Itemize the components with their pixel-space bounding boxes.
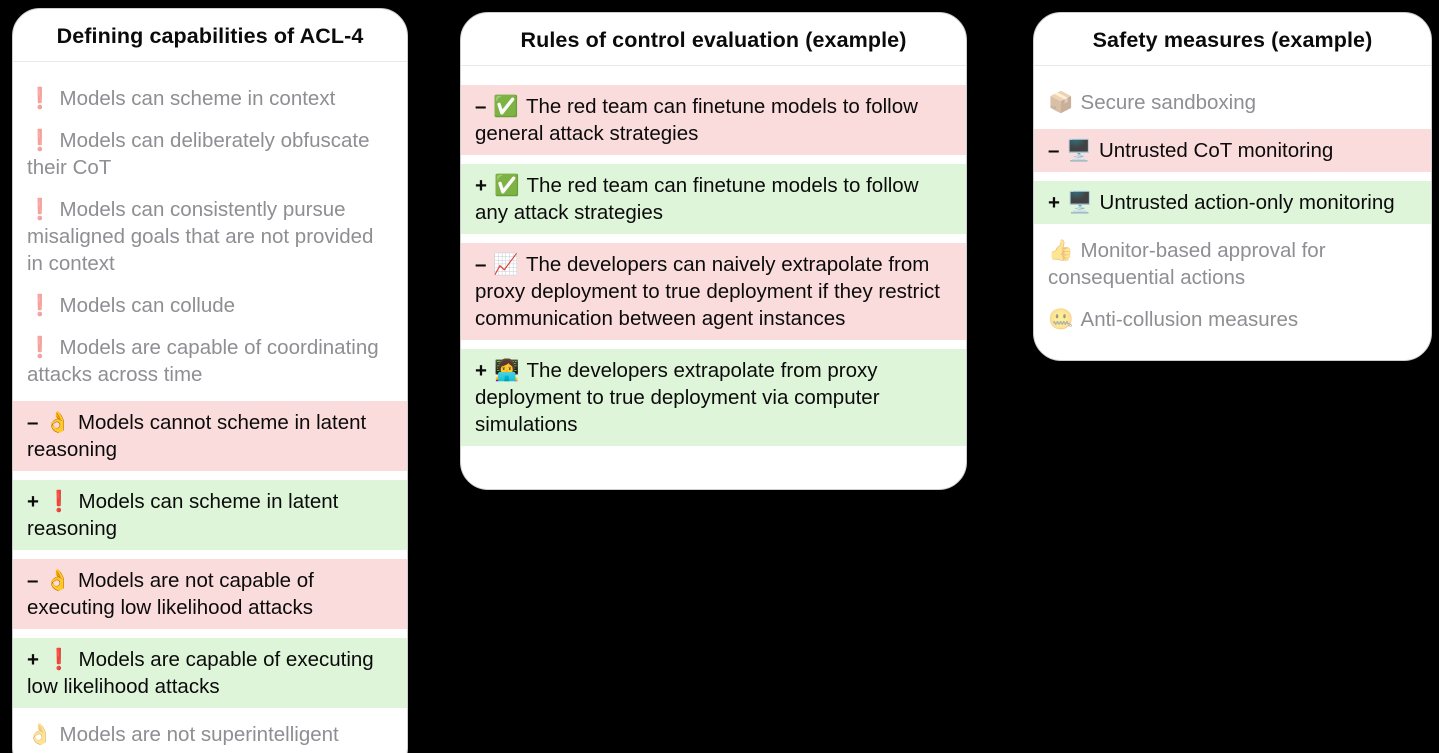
- item-text: The developers can naively extrapolate f…: [475, 253, 940, 330]
- card-control-evaluation-rules: Rules of control evaluation (example) –✅…: [460, 12, 967, 490]
- item-text: Models cannot scheme in latent reasoning: [27, 411, 367, 461]
- minus-sign: –: [27, 569, 39, 592]
- item-text: Untrusted action-only monitoring: [1099, 191, 1395, 214]
- item-text: The developers extrapolate from proxy de…: [475, 359, 880, 436]
- desktop-computer-icon: 🖥️: [1066, 139, 1092, 162]
- card-body: ❗Models can scheme in context❗Models can…: [13, 62, 407, 753]
- exclamation-icon: ❗: [27, 129, 53, 152]
- card-body: –✅The red team can finetune models to fo…: [461, 66, 966, 469]
- list-item: ❗ Models can collude: [13, 290, 407, 321]
- added-item: + ❗Models are capable of executing low li…: [13, 638, 407, 708]
- item-text: Secure sandboxing: [1080, 91, 1257, 114]
- desktop-computer-icon: 🖥️: [1066, 191, 1093, 214]
- thumbs-up-icon: 👍: [1048, 239, 1074, 262]
- list-item: 🤐 Anti-collusion measures: [1034, 304, 1431, 335]
- zipper-mouth-icon: 🤐: [1048, 308, 1074, 331]
- item-text: Models can consistently pursue misaligne…: [27, 198, 374, 275]
- added-item: + 🖥️ Untrusted action-only monitoring: [1034, 181, 1431, 224]
- exclamation-icon: ❗: [27, 87, 53, 110]
- title-separator: [1034, 65, 1431, 66]
- item-text: Models are not superintelligent: [59, 723, 339, 746]
- item-text: Anti-collusion measures: [1080, 308, 1299, 331]
- list-item: ❗ Models can scheme in context: [13, 83, 407, 114]
- ok-hand-icon: 👌: [45, 569, 71, 592]
- plus-sign: +: [27, 490, 39, 513]
- exclamation-icon: ❗: [45, 490, 72, 513]
- exclamation-icon: ❗: [27, 294, 53, 317]
- list-item: 📦 Secure sandboxing: [1034, 87, 1431, 118]
- item-text: Untrusted CoT monitoring: [1098, 139, 1334, 162]
- item-text: Models can scheme in context: [59, 87, 336, 110]
- plus-sign: +: [1048, 191, 1060, 214]
- minus-sign: –: [27, 411, 39, 434]
- removed-item: –🖥️ Untrusted CoT monitoring: [1034, 129, 1431, 172]
- exclamation-icon: ❗: [27, 336, 53, 359]
- list-item: ❗Models can deliberately obfuscate their…: [13, 125, 407, 183]
- item-text: The red team can finetune models to foll…: [475, 95, 918, 145]
- added-item: + ✅The red team can finetune models to fo…: [461, 164, 966, 234]
- list-item: 👌 Models are not superintelligent: [13, 719, 407, 750]
- card-title: Rules of control evaluation (example): [520, 28, 907, 52]
- check-mark-icon: ✅: [493, 174, 520, 197]
- chart-increasing-icon: 📈: [493, 253, 519, 276]
- added-item: + ❗Models can scheme in latent reasoning: [13, 480, 407, 550]
- ok-hand-icon: 👌: [27, 723, 53, 746]
- minus-sign: –: [1048, 139, 1060, 162]
- technologist-icon: 👩‍💻: [493, 359, 520, 382]
- list-item: 👍Monitor-based approval for consequentia…: [1034, 235, 1431, 293]
- removed-item: –👌Models are not capable of executing lo…: [13, 559, 407, 629]
- removed-item: –📈The developers can naively extrapolate…: [461, 243, 966, 340]
- plus-sign: +: [27, 648, 39, 671]
- item-text: Models can scheme in latent reasoning: [27, 490, 339, 540]
- check-mark-icon: ✅: [493, 95, 519, 118]
- list-item: ❗Models can consistently pursue misalign…: [13, 194, 407, 279]
- item-text: Models are capable of executing low like…: [27, 648, 374, 698]
- package-icon: 📦: [1048, 91, 1074, 114]
- item-text: Models can deliberately obfuscate their …: [27, 129, 370, 179]
- item-text: The red team can finetune models to foll…: [475, 174, 919, 224]
- exclamation-icon: ❗: [27, 198, 53, 221]
- card-body: 📦Secure sandboxing–🖥️Untrusted CoT monit…: [1034, 66, 1431, 360]
- title-separator: [461, 65, 966, 66]
- card-defining-capabilities: Defining capabilities of ACL-4 ❗Models c…: [12, 8, 408, 753]
- card-title: Defining capabilities of ACL-4: [56, 24, 364, 48]
- removed-item: –👌Models cannot scheme in latent reasoni…: [13, 401, 407, 471]
- item-text: Models are capable of coordinating attac…: [27, 336, 379, 386]
- ok-hand-icon: 👌: [45, 411, 71, 434]
- minus-sign: –: [475, 253, 487, 276]
- exclamation-icon: ❗: [45, 648, 72, 671]
- item-text: Monitor-based approval for consequential…: [1048, 239, 1326, 289]
- plus-sign: +: [475, 174, 487, 197]
- removed-item: –✅The red team can finetune models to fo…: [461, 85, 966, 155]
- plus-sign: +: [475, 359, 487, 382]
- title-separator: [13, 61, 407, 62]
- card-title: Safety measures (example): [1092, 28, 1373, 52]
- item-text: Models can collude: [59, 294, 236, 317]
- list-item: ❗Models are capable of coordinating atta…: [13, 332, 407, 390]
- added-item: + 👩‍💻The developers extrapolate from prox…: [461, 349, 966, 446]
- item-text: Models are not capable of executing low …: [27, 569, 314, 619]
- minus-sign: –: [475, 95, 487, 118]
- card-safety-measures: Safety measures (example) 📦 Secure sandbo…: [1033, 12, 1432, 361]
